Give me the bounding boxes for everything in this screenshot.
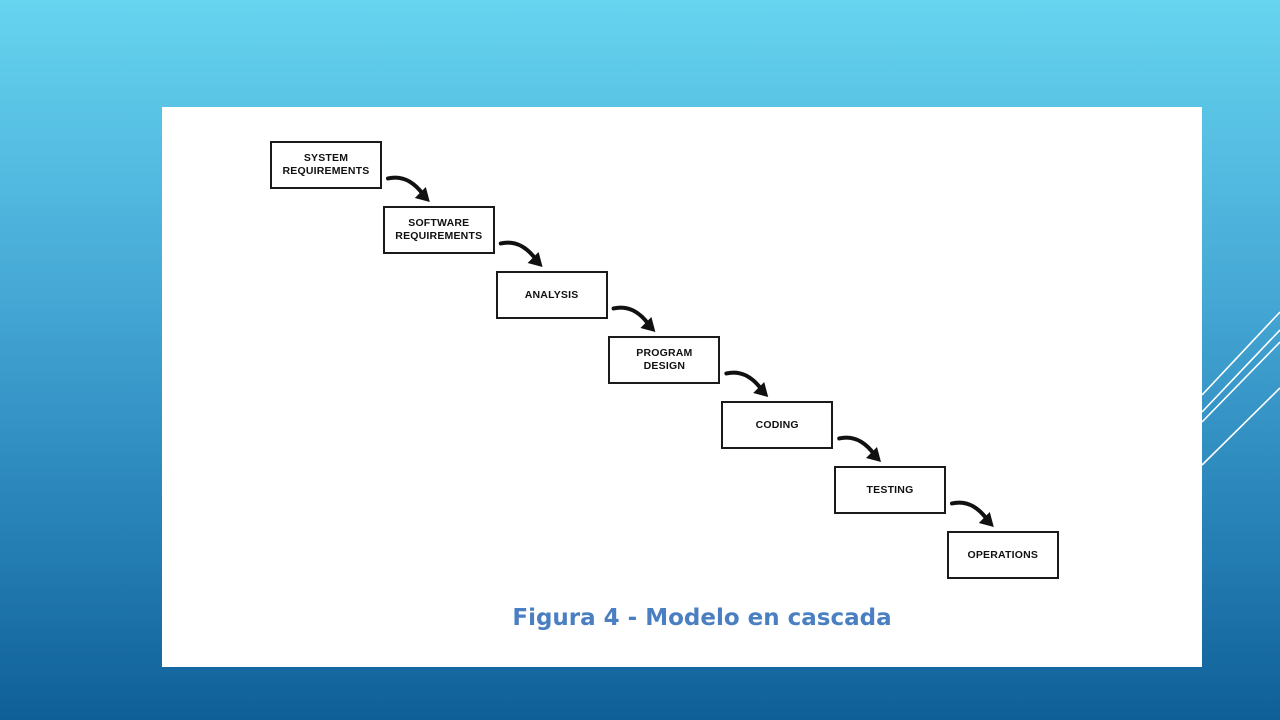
stage-box-program-design: PROGRAM DESIGN <box>608 336 721 384</box>
stage-box-coding: CODING <box>721 401 834 449</box>
arrow-layer <box>386 175 994 527</box>
arrow-analysis-to-program-design <box>611 305 656 332</box>
arrow-testing-to-operations <box>950 500 994 527</box>
arrow-system-requirements-to-software-requirements <box>386 175 430 202</box>
stage-box-operations: OPERATIONS <box>946 531 1059 579</box>
figure-caption: Figura 4 - Modelo en cascada <box>512 605 892 631</box>
stage-box-system-requirements: SYSTEM REQUIREMENTS <box>270 141 382 189</box>
arrow-coding-to-testing <box>837 435 881 462</box>
arrow-program-design-to-coding <box>724 370 769 397</box>
stage-box-analysis: ANALYSIS <box>495 271 608 319</box>
slide-decoration-lines <box>1201 311 1280 466</box>
arrow-software-requirements-to-analysis <box>498 240 543 267</box>
stage-box-software-requirements: SOFTWARE REQUIREMENTS <box>382 206 495 254</box>
stage-box-testing: TESTING <box>834 466 946 514</box>
